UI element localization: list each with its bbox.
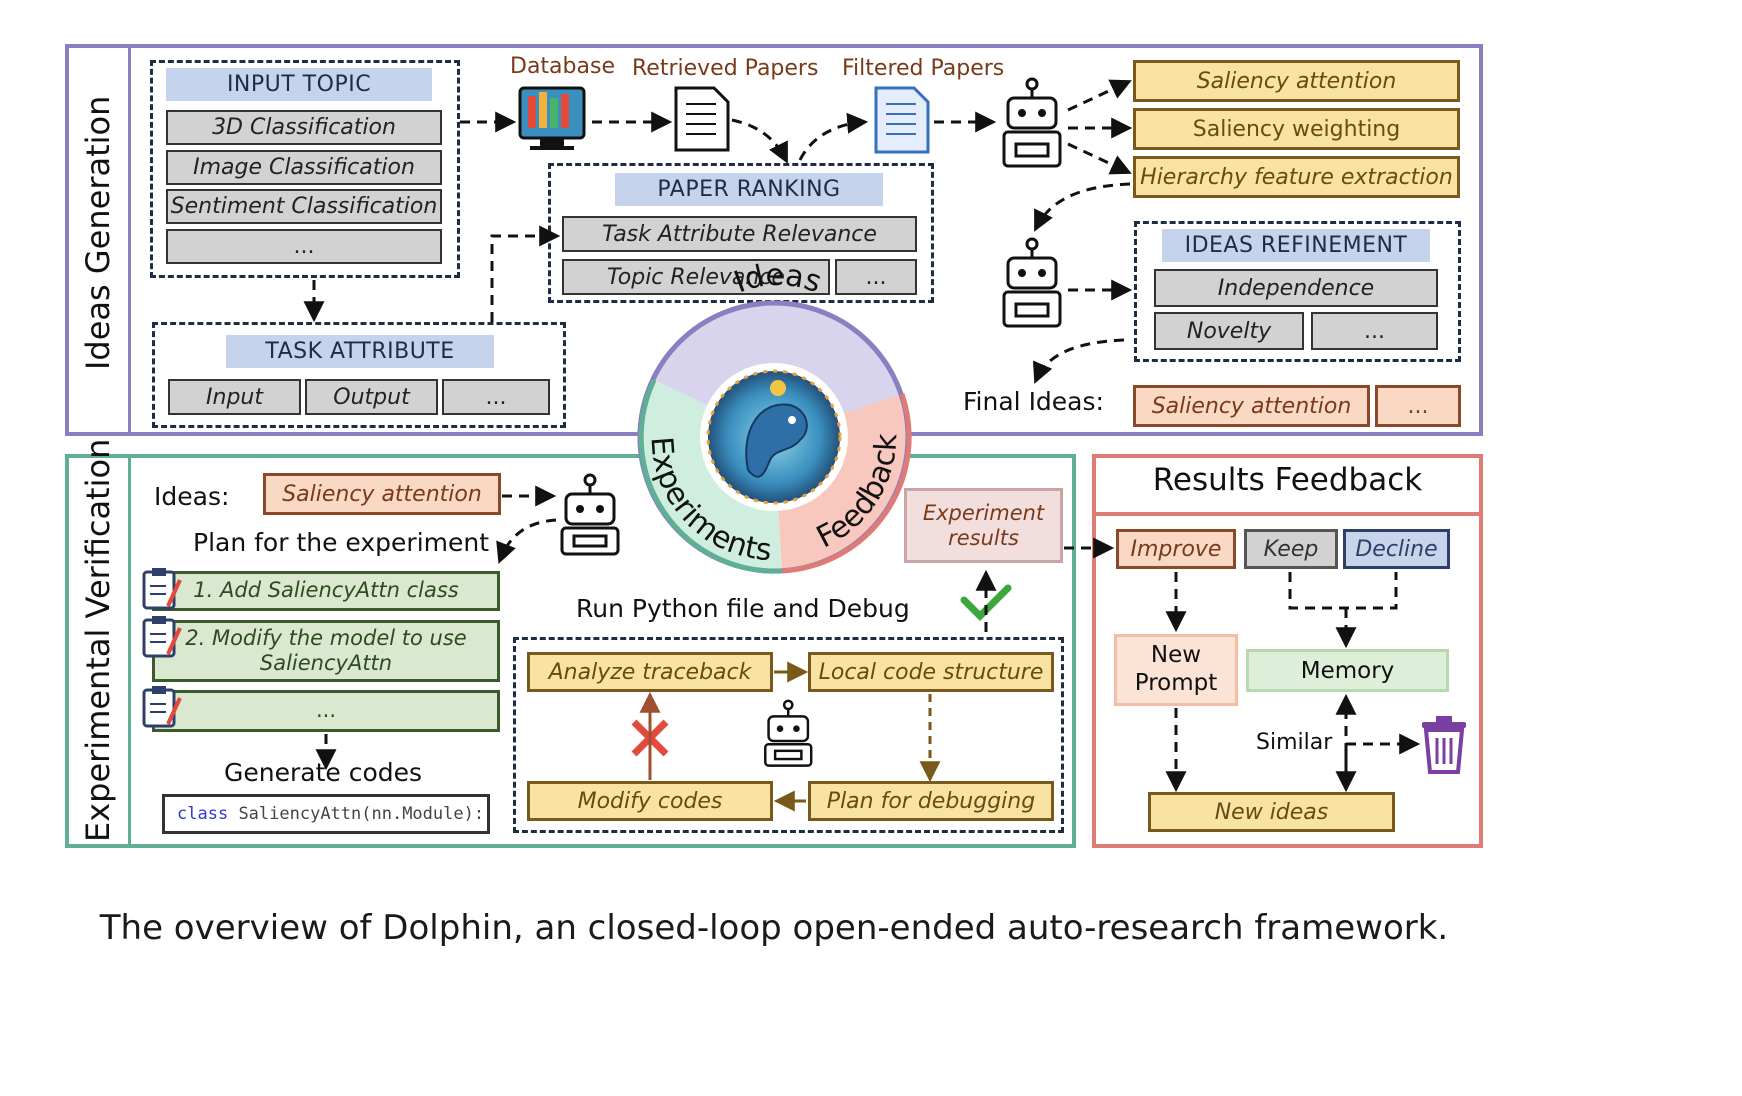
code-text: SaliencyAttn(nn.Module): [238, 804, 485, 824]
topic-item: 3D Classification [166, 110, 442, 145]
experimental-verification-label-bar [65, 454, 131, 848]
ranking-item: ... [835, 259, 917, 295]
code-box: class SaliencyAttn(nn.Module): [162, 794, 490, 834]
modify-codes-box: Modify codes [527, 781, 773, 821]
experiment-results-text: Experiment results [922, 501, 1045, 550]
new-ideas-box: New ideas [1148, 792, 1395, 832]
task-attribute-item: ... [442, 379, 550, 415]
retrieved-papers-label: Retrieved Papers [632, 56, 819, 81]
ideas-generation-label-bar [65, 44, 131, 436]
task-attribute-header: TASK ATTRIBUTE [226, 335, 494, 368]
database-label: Database [510, 54, 615, 79]
retrieved-papers-icon [674, 86, 730, 152]
debug-group [513, 637, 1064, 833]
topic-item: Sentiment Classification [166, 189, 442, 224]
ideas-refinement-group [1134, 221, 1461, 362]
check-icon [960, 584, 1012, 621]
paper-ranking-header: PAPER RANKING [615, 173, 883, 206]
cycle-ideas-label: Ideas [729, 258, 825, 301]
plan-label: Plan for the experiment [193, 528, 490, 557]
ideas-label: Ideas: [154, 482, 230, 511]
refinement-item: Independence [1154, 269, 1438, 307]
local-code-structure-box: Local code structure [808, 652, 1054, 692]
experiment-results-box: Experiment results [904, 488, 1063, 563]
clipboard-icon [142, 616, 182, 658]
figure-caption: The overview of Dolphin, an closed-loop … [99, 908, 1449, 948]
clipboard-icon [142, 686, 182, 728]
task-attribute-item: Input [168, 379, 301, 415]
new-prompt-text: New Prompt [1134, 642, 1218, 696]
plan-item: 1. Add SaliencyAttn class [152, 571, 500, 611]
flow-arrows [303, 79, 1421, 793]
input-topic-group [150, 60, 460, 278]
code-keyword: class [177, 804, 229, 824]
clipboard-icon [142, 568, 182, 610]
generated-idea: Saliency attention [1133, 60, 1460, 102]
ranking-item: Task Attribute Relevance [562, 216, 917, 252]
cycle-ring [637, 300, 912, 574]
robot-icon [560, 473, 620, 556]
database-icon [518, 86, 586, 150]
experimental-verification-panel [65, 454, 1076, 848]
robot-icon [1002, 237, 1062, 328]
topic-item: ... [166, 229, 442, 264]
final-idea: ... [1375, 385, 1461, 427]
similar-label: Similar [1256, 730, 1333, 755]
refinement-item: ... [1311, 312, 1438, 350]
filtered-papers-label: Filtered Papers [842, 56, 1005, 81]
final-ideas-label: Final Ideas: [963, 387, 1104, 416]
generated-idea: Saliency weighting [1133, 108, 1460, 150]
topic-item: Image Classification [166, 150, 442, 185]
task-attribute-group [152, 322, 566, 428]
final-idea: Saliency attention [1133, 385, 1370, 427]
debug-arrows [639, 661, 941, 812]
decline-box: Decline [1343, 529, 1450, 569]
improve-box: Improve [1116, 529, 1236, 569]
decline-text: Decline [1355, 536, 1438, 562]
generated-idea: Hierarchy feature extraction [1133, 156, 1460, 198]
run-debug-label: Run Python file and Debug [576, 594, 910, 623]
results-feedback-panel [1092, 454, 1483, 848]
results-feedback-title: Results Feedback [1152, 462, 1423, 498]
robot-icon [1002, 77, 1062, 168]
keep-text: Keep [1263, 536, 1319, 562]
plan-debugging-box: Plan for debugging [808, 781, 1054, 821]
task-attribute-item: Output [305, 379, 438, 415]
refinement-item: Novelty [1154, 312, 1304, 350]
idea-box: Saliency attention [263, 473, 501, 515]
keep-box: Keep [1244, 529, 1338, 569]
robot-icon [764, 699, 813, 767]
new-prompt-box: New Prompt [1114, 634, 1238, 706]
input-topic-header: INPUT TOPIC [166, 68, 432, 101]
trash-icon [1422, 716, 1466, 774]
ranking-item: Topic Relevance [562, 259, 830, 295]
results-feedback-title-bar [1092, 454, 1483, 516]
plan-item: 2. Modify the model to use SaliencyAttn [152, 620, 500, 682]
filtered-papers-icon [874, 86, 930, 154]
plan-item: ... [152, 690, 500, 732]
analyze-traceback-box: Analyze traceback [527, 652, 773, 692]
memory-box: Memory [1246, 649, 1449, 692]
lightbulb-icon [770, 380, 786, 396]
ideas-refinement-header: IDEAS REFINEMENT [1162, 229, 1430, 262]
memory-text: Memory [1300, 657, 1395, 684]
